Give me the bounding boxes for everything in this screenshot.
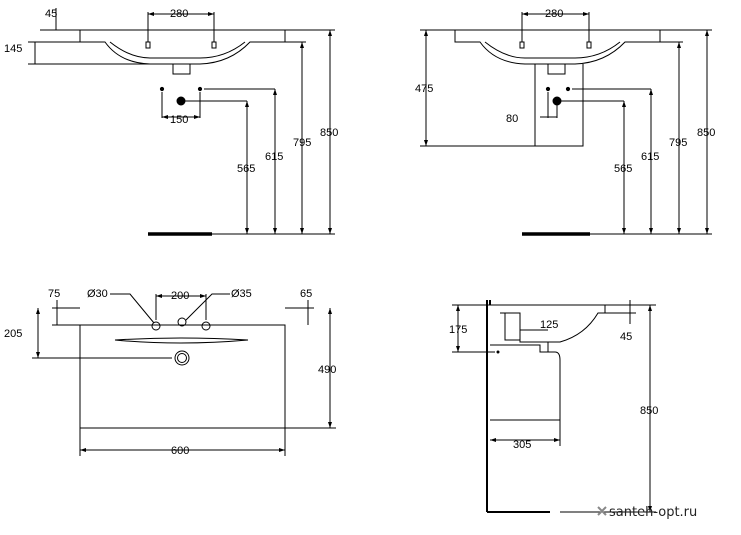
waste-outlet-point-2 — [552, 96, 562, 106]
dim-615-right: 615 — [641, 151, 659, 163]
basin-profile — [487, 304, 606, 343]
tap-hole-right-2 — [586, 41, 592, 49]
tap-hole-left — [145, 41, 151, 49]
front-view-left — [28, 8, 335, 236]
dim-150: 150 — [170, 114, 188, 126]
dim-565-left: 565 — [237, 163, 255, 175]
dim-200: 200 — [171, 290, 189, 302]
dim-305: 305 — [513, 439, 531, 451]
dim-175: 175 — [449, 324, 467, 336]
dim-795-left: 795 — [293, 137, 311, 149]
plan-view — [32, 293, 336, 456]
supply-point-right — [197, 86, 203, 92]
hole-30 — [151, 321, 161, 331]
dim-850-right: 850 — [697, 127, 715, 139]
pedestal-section — [490, 344, 561, 421]
dim-80: 80 — [506, 113, 518, 125]
waste-outlet-point — [176, 96, 186, 106]
dim-280-top-left: 280 — [170, 8, 188, 20]
hole-tap — [177, 317, 187, 327]
semi-pedestal — [534, 64, 584, 147]
dim-600: 600 — [171, 445, 189, 457]
bowl-edge — [114, 337, 249, 344]
front-view-right — [420, 12, 712, 236]
drain-inner — [177, 353, 187, 363]
watermark-text: santeh-opt.ru — [609, 505, 697, 520]
siphon-stub — [172, 64, 191, 75]
dim-125: 125 — [540, 319, 558, 331]
dim-75: 75 — [48, 288, 60, 300]
dim-45-top-left: 45 — [45, 8, 57, 20]
dim-795-right: 795 — [669, 137, 687, 149]
siphon-stub-2 — [547, 64, 566, 75]
dim-615-left: 615 — [265, 151, 283, 163]
drain-outer — [174, 350, 190, 366]
dim-45-side: 45 — [620, 331, 632, 343]
dim-490: 490 — [318, 364, 336, 376]
basin-outline — [79, 29, 286, 65]
supply-point-left — [159, 86, 165, 92]
basin-bowl-line — [109, 41, 246, 59]
basin-bowl-line-2 — [484, 41, 621, 59]
supply-point-left-2 — [545, 86, 551, 92]
dimension-labels: 45 280 145 150 565 615 795 850 280 475 8… — [4, 8, 715, 457]
arrowheads — [36, 12, 709, 512]
supply-point-right-2 — [565, 86, 571, 92]
basin-outline-2 — [454, 29, 661, 65]
dim-565-right: 565 — [614, 163, 632, 175]
basin-plan-outline — [79, 324, 286, 429]
dim-145: 145 — [4, 43, 22, 55]
dim-65: 65 — [300, 288, 312, 300]
dim-205: 205 — [4, 328, 22, 340]
dim-475: 475 — [415, 83, 433, 95]
cross-x-icon — [597, 506, 607, 516]
dim-280-top-right: 280 — [545, 8, 563, 20]
hole-35 — [201, 321, 211, 331]
tap-hole-left-2 — [519, 41, 525, 49]
tap-hole-right — [211, 41, 217, 49]
dim-dia-30: Ø30 — [87, 288, 108, 300]
side-section-view — [452, 300, 656, 513]
dim-850-side: 850 — [640, 405, 658, 417]
watermark: santeh-opt.ru — [597, 505, 697, 520]
dim-850-left: 850 — [320, 127, 338, 139]
dim-dia-35: Ø35 — [231, 288, 252, 300]
